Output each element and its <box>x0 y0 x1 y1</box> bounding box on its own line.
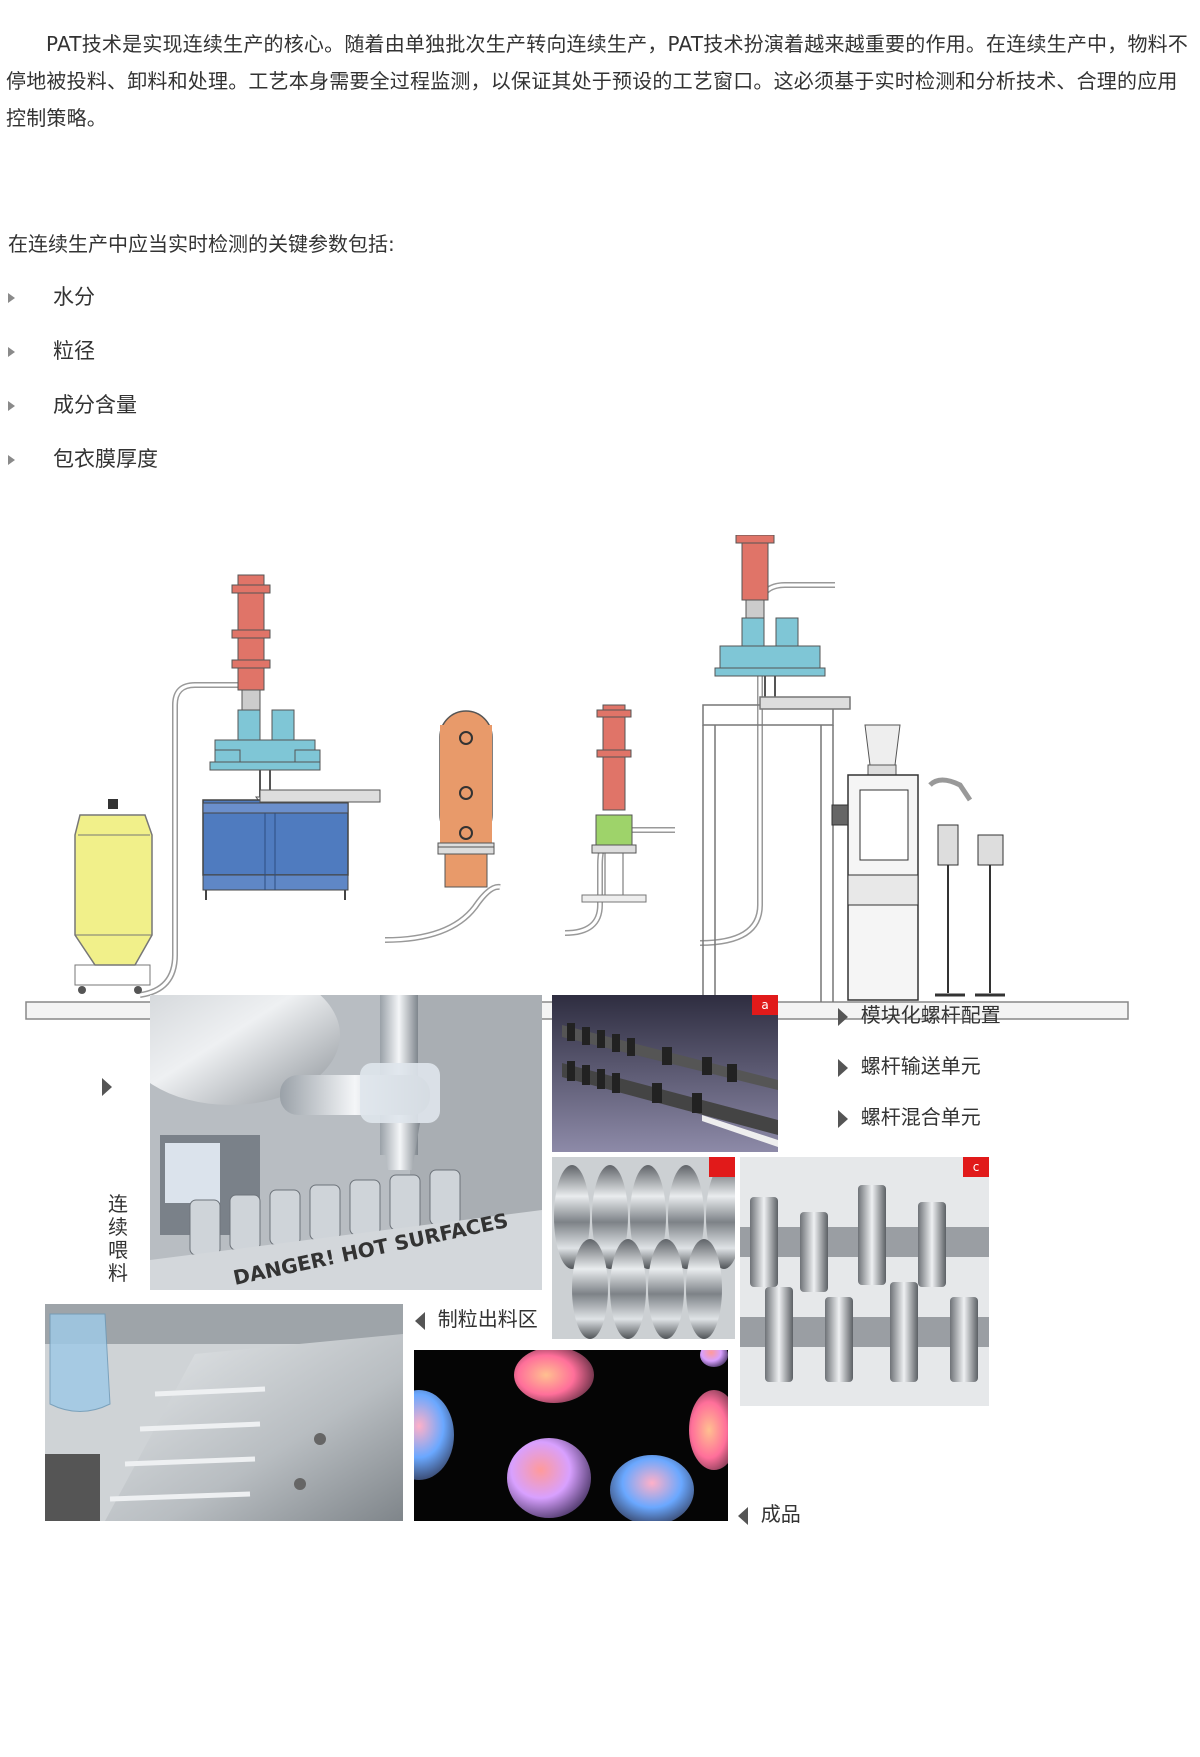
tablet-press <box>831 724 919 1001</box>
screw-mixing-photo: c <box>740 1157 989 1406</box>
arrow-right-icon <box>838 1109 848 1128</box>
params-list: 水分 粒径 成分含量 包衣膜厚度 <box>8 284 158 500</box>
vacuum-loader-3 <box>714 535 826 700</box>
screw-conveying-photo <box>552 1157 735 1339</box>
badge-a: a <box>752 995 778 1015</box>
badge-c: c <box>963 1157 989 1177</box>
granulation-outlet-label-row: 制粒出料区 <box>415 1303 538 1332</box>
params-heading: 在连续生产中应当实时检测的关键参数包括: <box>8 232 395 256</box>
screw-mixing-label-row: 螺杆混合单元 <box>838 1101 981 1130</box>
granulation-outlet-photo <box>45 1304 403 1521</box>
arrow-left-icon <box>738 1506 748 1525</box>
badge-b-marker <box>709 1157 735 1177</box>
finished-product-photo <box>414 1350 728 1521</box>
param-item: 水分 <box>8 284 158 338</box>
arrow-left-icon <box>415 1311 425 1330</box>
finished-product-label-row: 成品 <box>738 1498 801 1527</box>
param-item: 粒径 <box>8 338 158 392</box>
triangle-bullet-icon <box>8 347 15 357</box>
vacuum-loader-1 <box>209 574 321 810</box>
triangle-bullet-icon <box>8 293 15 303</box>
support-frame <box>702 696 851 1002</box>
twin-screw-granulator <box>202 789 381 900</box>
feeding-photo: DANGER! HOT SURFACES <box>150 995 542 1290</box>
screw-config-label-row: 模块化螺杆配置 <box>838 999 1001 1028</box>
triangle-bullet-icon <box>8 455 15 465</box>
tablet-tester <box>935 824 1005 997</box>
ibc-bin <box>74 799 153 994</box>
intro-paragraph: PAT技术是实现连续生产的核心。随着由单独批次生产转向连续生产，PAT技术扮演着… <box>6 32 1189 130</box>
continuous-production-line-diagram <box>25 535 1129 1020</box>
triangle-bullet-icon <box>8 401 15 411</box>
feeding-arrow-icon <box>102 1073 112 1097</box>
screw-config-photo-a: a <box>552 995 778 1152</box>
fluid-bed-dryer <box>437 710 495 888</box>
feeding-label: 连续喂料 <box>108 1192 128 1285</box>
param-item: 成分含量 <box>8 392 158 446</box>
param-item: 包衣膜厚度 <box>8 446 158 500</box>
vacuum-loader-2 <box>581 704 647 903</box>
screw-conveying-label-row: 螺杆输送单元 <box>838 1050 981 1079</box>
arrow-right-icon <box>838 1058 848 1077</box>
arrow-right-icon <box>838 1007 848 1026</box>
